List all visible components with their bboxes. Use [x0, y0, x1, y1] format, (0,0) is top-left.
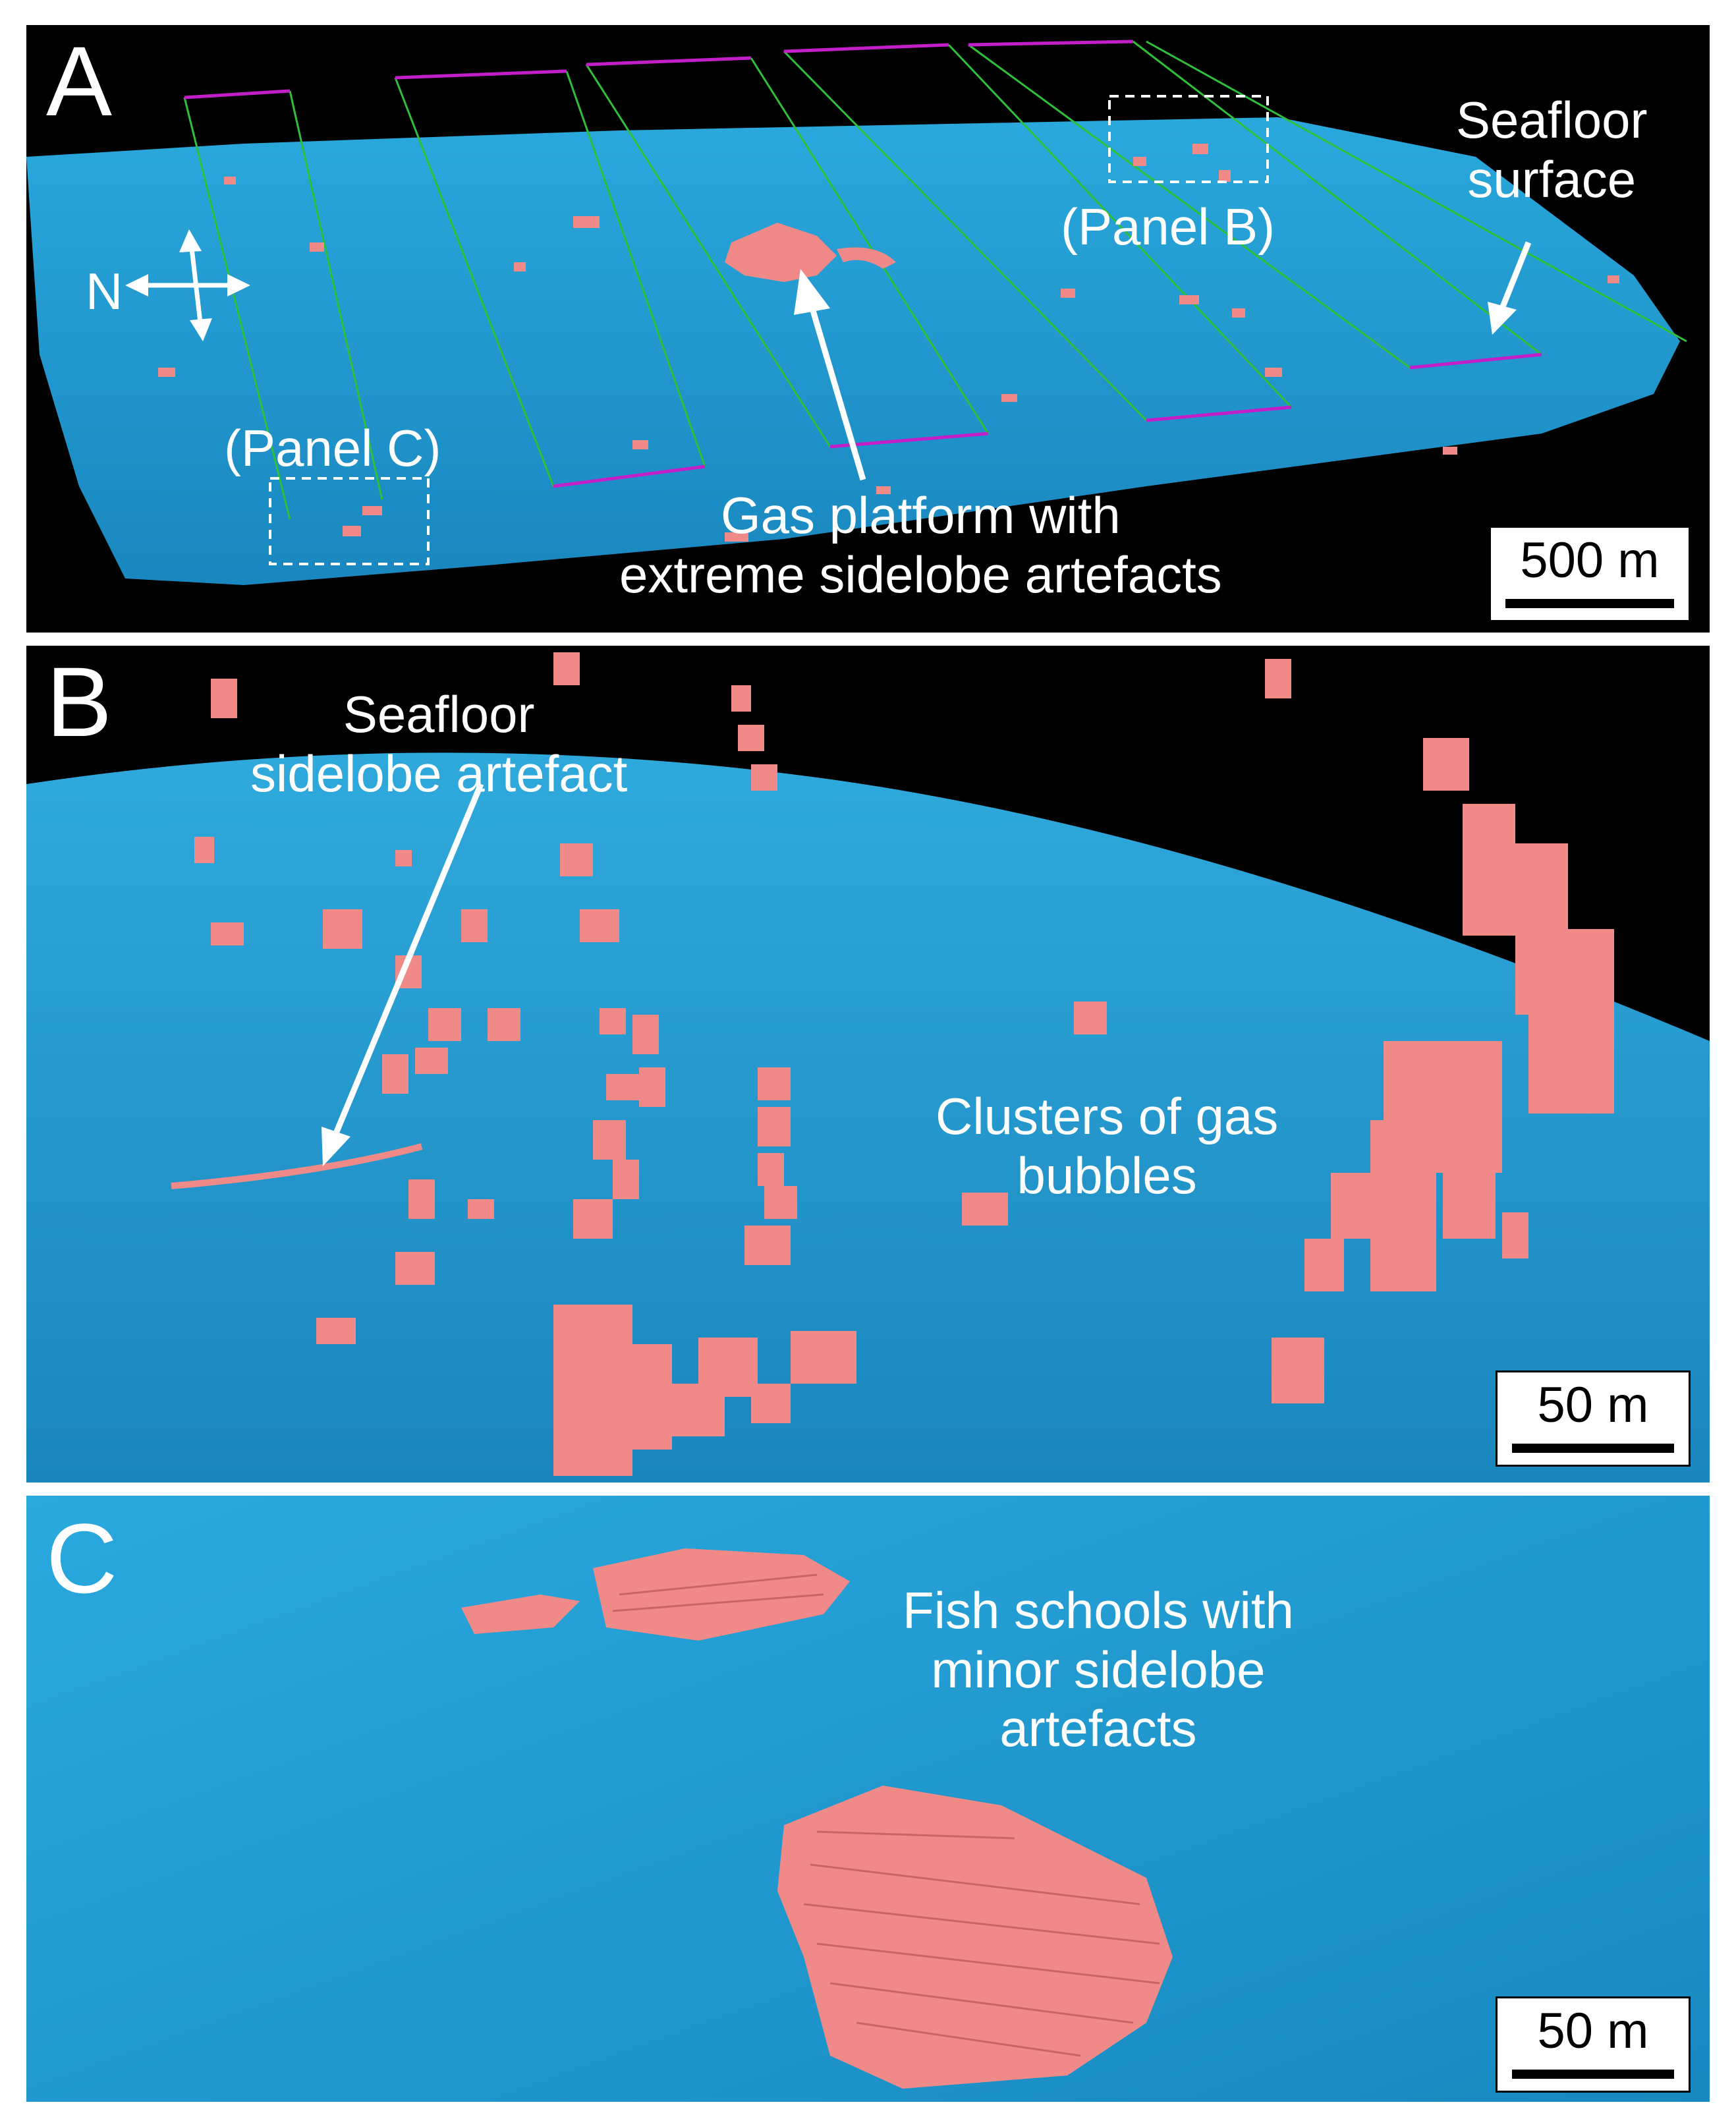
- seafloor-sidelobe-line2: sidelobe artefact: [250, 744, 628, 803]
- panel-b-reference: (Panel B): [1061, 198, 1275, 256]
- gas-platform-line2: extreme sidelobe artefacts: [619, 545, 1222, 604]
- north-arrow-icon: [125, 229, 250, 341]
- gas-clusters-line2: bubbles: [1017, 1146, 1197, 1204]
- water-column-targets: [158, 144, 1619, 542]
- panel-b-box: [1108, 95, 1269, 183]
- scale-bar-a-line: [1505, 599, 1674, 608]
- seafloor-surface-line1: Seafloor: [1456, 91, 1648, 149]
- fish-schools-line1: Fish schools with: [903, 1581, 1294, 1639]
- seafloor-sidelobe-label: Seafloor sidelobe artefact: [250, 685, 627, 803]
- panel-b-scene: [26, 652, 1710, 1482]
- fish-school-texture: [612, 1573, 1160, 2057]
- seafloor-surface-label: Seafloor surface: [1456, 91, 1648, 209]
- panel-a-letter: A: [46, 26, 113, 136]
- panel-a: A Seafloor surface (Panel B) (Panel C) N…: [26, 25, 1710, 633]
- scale-bar-b: 50 m: [1496, 1370, 1691, 1467]
- panel-c-letter: C: [46, 1503, 118, 1614]
- panel-a-scene: [26, 40, 1687, 585]
- arrow-icon: [322, 783, 484, 1166]
- fish-schools-label: Fish schools with minor sidelobe artefac…: [903, 1581, 1294, 1759]
- track-ends: [184, 40, 1542, 488]
- gas-bubble-clusters: [194, 652, 1614, 1476]
- scale-bar-a-text: 500 m: [1520, 532, 1660, 588]
- gas-clusters-label: Clusters of gas bubbles: [936, 1087, 1278, 1205]
- panel-c-reference: (Panel C): [224, 419, 441, 477]
- survey-tracks: [183, 40, 1687, 520]
- fish-schools-line2: minor sidelobe: [931, 1640, 1266, 1699]
- fish-schools: [461, 1548, 1173, 2089]
- panel-b: B Seafloor sidelobe artefact Clusters of…: [26, 646, 1710, 1482]
- scale-bar-b-line: [1512, 1444, 1674, 1453]
- panel-b-letter: B: [46, 646, 113, 757]
- seafloor-sidelobe-line1: Seafloor: [343, 685, 535, 743]
- north-label: N: [86, 262, 123, 320]
- scale-bar-c-line: [1512, 2070, 1674, 2079]
- gas-platform-blob: [725, 223, 837, 282]
- scale-bar-a: 500 m: [1489, 526, 1691, 622]
- scale-bar-b-text: 50 m: [1537, 1377, 1649, 1433]
- panel-c-box: [269, 477, 430, 565]
- gas-platform-label: Gas platform with extreme sidelobe artef…: [619, 486, 1222, 604]
- arrow-icon: [794, 241, 1532, 481]
- gas-platform-line1: Gas platform with: [720, 486, 1121, 544]
- seafloor-surface-line2: surface: [1467, 150, 1637, 208]
- scale-bar-c-text: 50 m: [1537, 2003, 1649, 2059]
- fish-schools-line3: artefacts: [999, 1699, 1197, 1758]
- scale-bar-c: 50 m: [1496, 1996, 1691, 2093]
- seafloor-surface: [26, 117, 1680, 585]
- seafloor-surface-b: [26, 752, 1710, 1482]
- gas-clusters-line1: Clusters of gas: [936, 1087, 1279, 1145]
- panel-c-scene: [26, 1496, 1710, 2102]
- panel-c: C Fish schools with minor sidelobe artef…: [26, 1496, 1710, 2102]
- sidelobe-arc: [171, 1143, 423, 1189]
